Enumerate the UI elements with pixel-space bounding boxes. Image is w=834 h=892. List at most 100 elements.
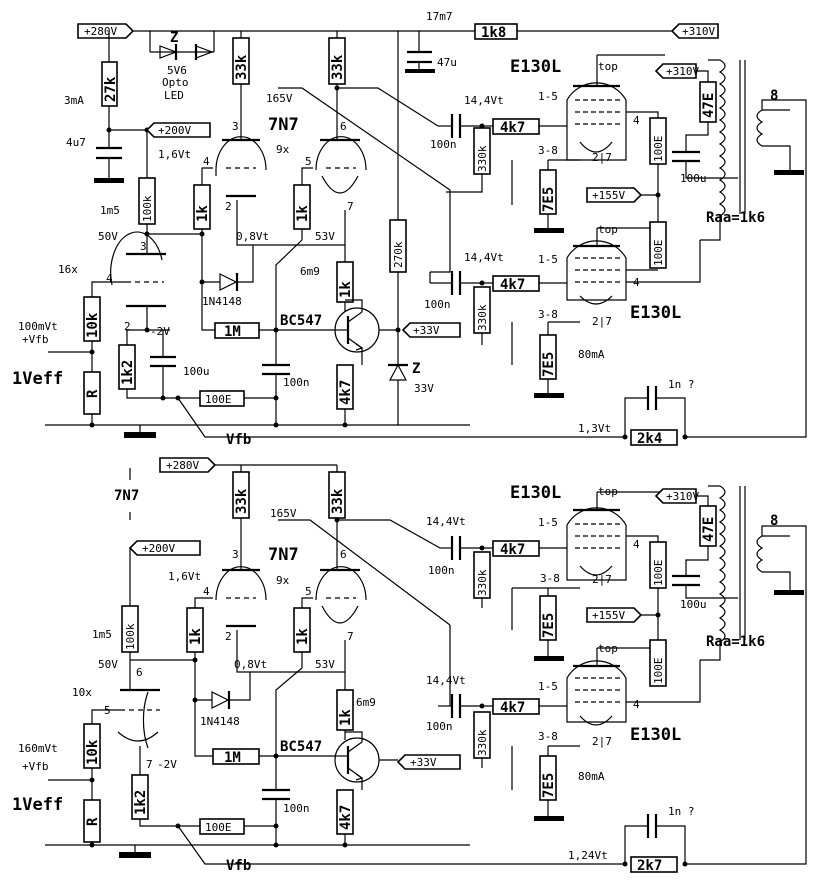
resistor-330k-b-bottom: 330k [473,711,491,759]
svg-text:53V: 53V [315,658,335,671]
resistor-4k7-a-top: 4k7 [492,118,540,136]
svg-text:7E5: 7E5 [541,773,557,798]
svg-text:1-5: 1-5 [538,90,558,103]
svg-text:100u: 100u [680,172,707,185]
resistor-100e-top: 100E [199,390,245,407]
svg-text:7: 7 [347,630,354,643]
resistor-4k7-b-top: 4k7 [492,275,540,293]
resistor-270k-top: 270k [389,219,407,273]
svg-text:7: 7 [146,758,153,771]
svg-text:+310V: +310V [666,490,699,503]
svg-text:7E5: 7E5 [541,613,557,638]
svg-text:-2V: -2V [157,758,177,771]
svg-text:1M: 1M [224,324,241,340]
ground-speaker-bottom [774,590,804,595]
svg-text:4k7: 4k7 [500,700,525,716]
resistor-100k-bottom: 100k [121,605,139,653]
resistor-7e5-a-top: 7E5 [539,169,557,215]
svg-text:7N7: 7N7 [268,545,299,565]
svg-text:2k7: 2k7 [637,858,662,874]
svg-text:6: 6 [340,120,347,133]
svg-text:1-5: 1-5 [538,680,558,693]
resistor-100k-top: 100k [138,177,156,225]
svg-text:100E: 100E [652,136,665,163]
svg-text:2|7: 2|7 [592,315,612,328]
svg-text:2: 2 [225,630,232,643]
svg-text:1,24Vt: 1,24Vt [568,849,608,862]
svg-text:100n: 100n [430,138,457,151]
svg-text:80mA: 80mA [578,348,605,361]
svg-text:+200V: +200V [158,124,191,137]
rail-badge-280v-bottom: +280V [159,457,217,473]
svg-text:1m5: 1m5 [92,628,112,641]
svg-text:+280V: +280V [166,459,199,472]
svg-text:8: 8 [770,513,778,529]
resistor-33k-b-bottom: 33k [328,471,346,519]
svg-text:14,4Vt: 14,4Vt [464,251,504,264]
rail-badge-155v-top: +155V [586,187,643,203]
svg-text:1-5: 1-5 [538,253,558,266]
svg-text:Vfb: Vfb [226,432,251,448]
svg-text:100n: 100n [283,802,310,815]
svg-text:100k: 100k [124,623,137,650]
svg-text:7N7: 7N7 [114,488,139,504]
svg-text:+33V: +33V [413,324,440,337]
svg-text:2: 2 [225,200,232,213]
svg-text:2|7: 2|7 [592,735,612,748]
svg-text:top: top [598,60,618,73]
resistor-1k-a-top: 1k [193,184,211,230]
ground-47u-top [405,69,435,73]
svg-text:165V: 165V [270,507,297,520]
resistor-7e5-b-bottom: 7E5 [539,755,557,801]
svg-text:E130L: E130L [510,483,561,503]
svg-text:4: 4 [203,585,210,598]
svg-text:100E: 100E [652,560,665,587]
resistor-33k-a-bottom: 33k [232,471,250,519]
resistor-27k-top: 27k [101,61,119,107]
svg-text:50V: 50V [98,230,118,243]
resistor-330k-a-bottom: 330k [473,551,491,599]
resistor-1k-emitter-top: 1k [336,261,354,303]
svg-text:270k: 270k [392,241,405,268]
resistor-1k8-top: 1k8 [474,23,518,41]
svg-text:4k7: 4k7 [338,380,354,405]
svg-text:6m9: 6m9 [356,696,376,709]
svg-text:100u: 100u [183,365,210,378]
svg-text:14,4Vt: 14,4Vt [426,515,466,528]
svg-text:100u: 100u [680,598,707,611]
svg-text:16x: 16x [58,263,78,276]
svg-text:3-8: 3-8 [538,308,558,321]
rail-badge-33v-top: +33V [401,322,461,338]
svg-text:1k: 1k [295,628,311,645]
svg-text:9x: 9x [276,143,290,156]
resistor-10k-top: 10k [83,296,101,342]
svg-text:3: 3 [232,548,239,561]
svg-text:1k: 1k [295,205,311,222]
svg-text:Z: Z [170,30,178,46]
svg-text:1k: 1k [338,281,354,298]
resistor-4k7-emitter-top: 4k7 [336,364,354,410]
svg-text:330k: 330k [476,145,489,172]
output-transformer-top: 8 Raa=1k6 [685,59,807,438]
resistor-330k-b-top: 330k [473,286,491,334]
resistor-1k2-top: 1k2 [118,344,136,390]
svg-text:2|7: 2|7 [592,573,612,586]
rail-badge-310v-top: +310V [670,23,719,39]
svg-text:1k: 1k [195,205,211,222]
svg-text:47u: 47u [437,56,457,69]
svg-text:+310V: +310V [666,65,699,78]
svg-text:8: 8 [770,88,778,104]
resistor-1k-a-bottom: 1k [186,607,204,653]
svg-text:4: 4 [203,155,210,168]
svg-text:BC547: BC547 [280,313,322,329]
svg-text:1Veff: 1Veff [12,369,63,389]
resistor-1k-b-top: 1k [293,184,311,230]
svg-text:80mA: 80mA [578,770,605,783]
resistor-100e-bottom: 100E [199,818,245,835]
svg-text:0,8Vt: 0,8Vt [234,658,267,671]
resistor-100e-g2-a-bottom: 100E [649,541,667,589]
svg-text:3-8: 3-8 [538,730,558,743]
svg-text:+310V: +310V [682,25,715,38]
svg-text:4: 4 [106,272,113,285]
svg-text:1k2: 1k2 [133,790,149,815]
